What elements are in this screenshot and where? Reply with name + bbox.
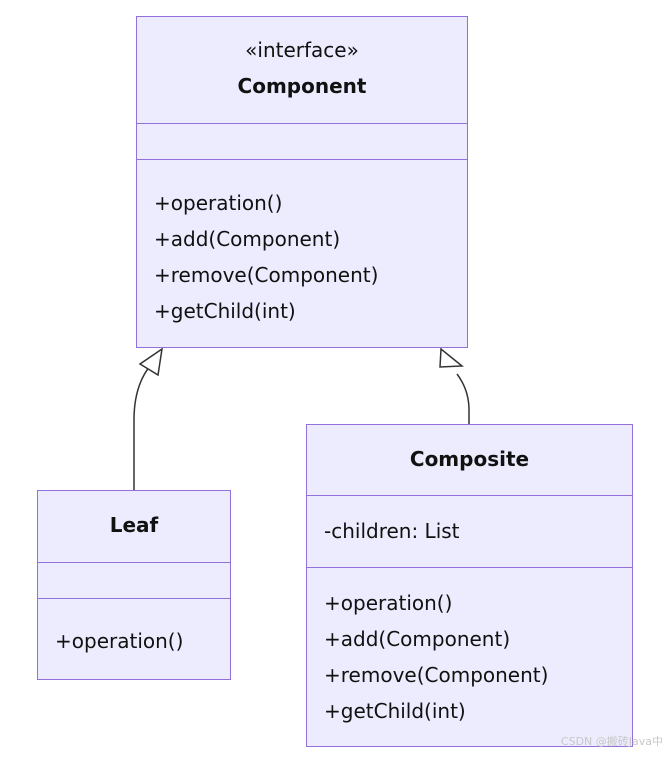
leaf-attributes-section	[38, 563, 230, 598]
method-remove: +remove(Component)	[324, 663, 549, 687]
leaf-header-divider	[38, 562, 230, 563]
leaf-class-name: Leaf	[109, 513, 159, 537]
method-getchild: +getChild(int)	[324, 699, 466, 723]
method-operation: +operation()	[324, 591, 453, 615]
method-operation: +operation()	[154, 191, 283, 215]
composite-to-component-edge	[456, 373, 470, 424]
leaf-attributes-divider	[38, 598, 230, 599]
composite-class-box: Composite -children: List +operation() +…	[306, 424, 633, 747]
method-operation: +operation()	[55, 629, 184, 653]
watermark: CSDN @搬砖Java中	[560, 735, 663, 748]
composite-methods-section: +operation() +add(Component) +remove(Com…	[307, 568, 632, 746]
method-getchild: +getChild(int)	[154, 299, 296, 323]
leaf-to-component-edge	[133, 365, 151, 490]
composite-class-name: Composite	[409, 447, 530, 471]
leaf-class-box: Leaf +operation()	[37, 490, 231, 680]
composite-attributes-divider	[307, 567, 632, 568]
leaf-realization-arrowhead	[138, 347, 164, 377]
composite-attributes-section: -children: List	[307, 496, 632, 567]
component-class-box: «interface» Component +operation() +add(…	[136, 16, 468, 348]
component-class-name: Component	[237, 74, 367, 98]
component-header-divider	[137, 123, 467, 124]
component-attributes-divider	[137, 159, 467, 160]
method-remove: +remove(Component)	[154, 263, 379, 287]
component-methods-section: +operation() +add(Component) +remove(Com…	[137, 160, 467, 347]
composite-realization-arrowhead	[439, 347, 465, 368]
attribute-children: -children: List	[324, 519, 460, 543]
composite-header-divider	[307, 495, 632, 496]
component-attributes-section	[137, 124, 467, 159]
leaf-methods-section: +operation()	[38, 599, 230, 679]
method-add: +add(Component)	[154, 227, 341, 251]
method-add: +add(Component)	[324, 627, 511, 651]
component-stereotype: «interface»	[245, 38, 359, 62]
